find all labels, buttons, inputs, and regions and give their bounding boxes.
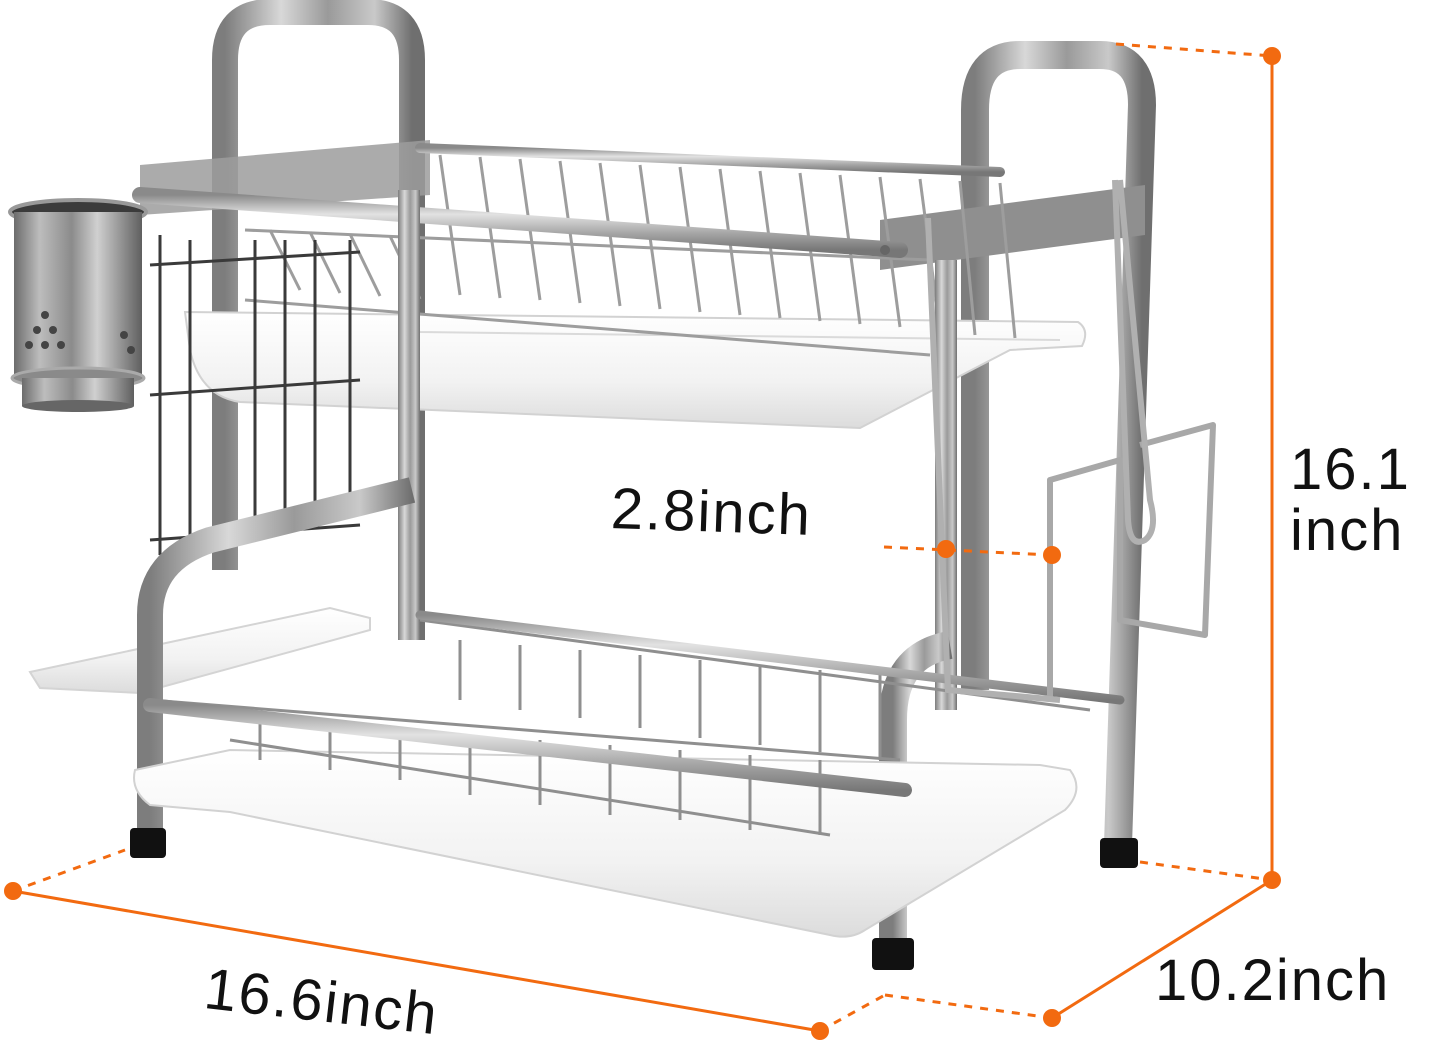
height-value: 16.1 bbox=[1290, 437, 1411, 502]
depth-label: 10.2inch bbox=[1155, 948, 1391, 1013]
dimension-marker bbox=[1263, 47, 1281, 65]
dimension-marker bbox=[937, 540, 955, 558]
lower-front-rail bbox=[143, 610, 1125, 797]
height-label: 16.1 inch bbox=[1290, 437, 1411, 563]
height-unit: inch bbox=[1290, 497, 1405, 563]
knife-hook bbox=[925, 179, 1157, 703]
depth-dimension bbox=[819, 878, 1273, 1033]
utensil-holder-cup bbox=[8, 198, 148, 412]
left-front-leg bbox=[130, 477, 416, 858]
upper-front-rail bbox=[132, 143, 1005, 258]
lower-bowl-rack bbox=[149, 618, 1091, 837]
cutting-board-holder bbox=[1047, 422, 1216, 700]
dimension-marker bbox=[4, 882, 22, 900]
rack-posts bbox=[398, 190, 957, 710]
dimension-marker bbox=[1043, 546, 1061, 564]
dimension-marker bbox=[1043, 1009, 1061, 1027]
right-handle-frame bbox=[961, 41, 1156, 846]
side-cup-tray bbox=[28, 606, 371, 695]
left-handle-frame bbox=[212, 0, 425, 640]
drain-holes bbox=[25, 311, 135, 354]
lower-drain-tray bbox=[133, 748, 1078, 938]
gap-dimension bbox=[883, 540, 1061, 564]
gap-label: 2.8inch bbox=[609, 476, 814, 548]
